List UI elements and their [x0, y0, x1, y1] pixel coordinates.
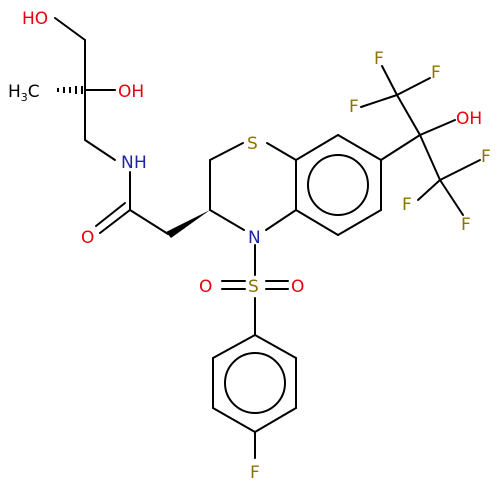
label-nh-n: N — [121, 153, 134, 173]
bond-carbonyl-o-1 — [99, 209, 131, 234]
label-sulfonyl-s: S — [248, 277, 259, 297]
label-ch3: H3C — [8, 82, 40, 104]
label-sulfonyl-o-right: O — [291, 277, 304, 297]
label-sulfonyl-o-left: O — [199, 277, 212, 297]
bond-cf3bot-f1 — [439, 159, 481, 181]
label-cf3-top-f2: F — [431, 63, 441, 83]
label-quat-oh: OH — [456, 109, 482, 129]
bond-cf3top-f2 — [396, 77, 431, 96]
bond-n-c4a — [265, 209, 297, 231]
bond-ar-4 — [212, 407, 256, 433]
atom-labels: HO H3C OH N H O S N S O O F F F F OH F F… — [8, 9, 491, 483]
label-aryl-f: F — [250, 463, 260, 483]
bond-c7-cquat — [380, 134, 421, 161]
bond-c6-c5 — [337, 209, 382, 236]
bond-cf3top-f1 — [381, 65, 398, 96]
bonds — [54, 17, 481, 459]
bond-carbonyl-o-2 — [95, 202, 126, 227]
label-cf3-top-f3: F — [349, 97, 359, 117]
bond-ar-1 — [254, 334, 297, 359]
bond-c8-c7 — [337, 134, 382, 161]
aromatic-ring-fluorophenyl — [224, 352, 286, 414]
bond-ar-6 — [212, 334, 256, 359]
bond-ar-3 — [254, 407, 297, 433]
bond-cquat-cf3bot — [419, 134, 441, 181]
hash-bond-cquat-ch3 — [57, 86, 83, 94]
bond-cf3bot-f3 — [439, 179, 464, 216]
label-ring-n: N — [248, 228, 261, 248]
label-cf3-bot-f1: F — [481, 147, 491, 167]
label-nh-h: H — [134, 153, 147, 173]
label-cf3-bot-f3: F — [461, 215, 471, 235]
label-cf3-bot-f2: F — [402, 195, 412, 215]
label-ho-top: HO — [22, 9, 48, 29]
bond-c3-n — [209, 209, 245, 231]
label-oh-mid: OH — [118, 82, 144, 102]
label-ring-s: S — [247, 134, 258, 154]
aromatic-ring-benzo — [307, 154, 369, 216]
label-carbonyl-o: O — [81, 228, 94, 248]
bond-c8a-c8 — [295, 134, 339, 161]
label-cf3-top-f1: F — [374, 49, 384, 69]
bond-cquat-cf3top — [396, 94, 421, 136]
bond-cquat-oh2 — [419, 119, 456, 136]
bond-s-c8a — [266, 142, 297, 161]
bond-c2-s — [209, 142, 244, 161]
wedge-bond-c3 — [166, 210, 210, 238]
bond-c5-c4a — [295, 209, 339, 236]
bond-cf3bot-f2 — [417, 179, 441, 201]
bond-carbonyl-ch2 — [129, 209, 169, 235]
bond-ch2-nh — [84, 139, 116, 161]
bond-cf3top-f3 — [360, 94, 398, 108]
bond-ho-ch2 — [54, 17, 86, 41]
